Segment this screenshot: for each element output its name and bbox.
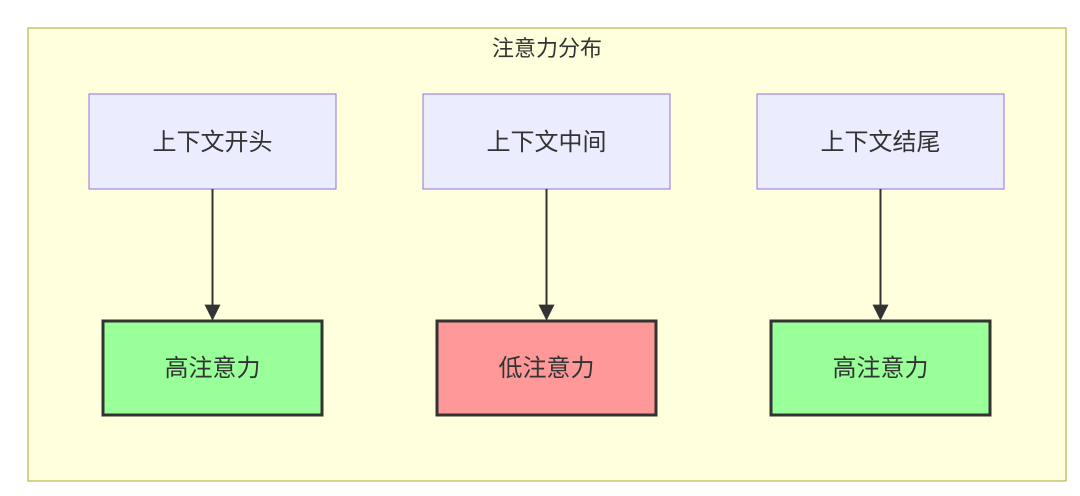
node-context-end-label: 上下文结尾 [821,128,941,156]
node-context-start-label: 上下文开头 [153,128,273,156]
node-low-attention-middle: 低注意力 [435,319,658,417]
node-high-attention-start: 高注意力 [101,319,324,417]
node-high-attention-end-label: 高注意力 [833,354,929,382]
node-context-end: 上下文结尾 [756,93,1005,190]
node-low-attention-middle-label: 低注意力 [499,354,595,382]
node-context-middle: 上下文中间 [422,93,671,190]
node-high-attention-start-label: 高注意力 [165,354,261,382]
node-high-attention-end: 高注意力 [769,319,992,417]
node-context-start: 上下文开头 [88,93,337,190]
group-title: 注意力分布 [492,37,602,62]
node-context-middle-label: 上下文中间 [487,128,607,156]
